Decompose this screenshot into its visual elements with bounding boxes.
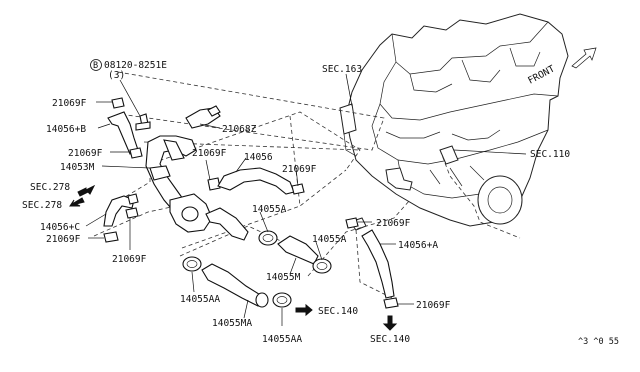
leader-lines bbox=[85, 73, 527, 326]
sec140-mid-label: SEC.140 bbox=[318, 306, 358, 317]
clamp-55aa-top-label: 14055AA bbox=[180, 294, 220, 305]
sec278-a-label: SEC.278 bbox=[30, 182, 70, 193]
sec163-label: SEC.163 bbox=[322, 64, 362, 75]
parts bbox=[103, 97, 399, 309]
clamp-engine-right-label: 21069F bbox=[376, 218, 411, 229]
clamp-55a-right-label: 14055A bbox=[312, 234, 347, 245]
bolt-part-label: 08120-8251E bbox=[104, 60, 167, 71]
hose-56a-label: 14056+A bbox=[398, 240, 438, 251]
sec140-bottom-arrow bbox=[382, 315, 398, 331]
clamp-center-label: 21069F bbox=[192, 148, 227, 159]
sec278-b-label: SEC.278 bbox=[22, 200, 62, 211]
clamp-lower-center-label: 21069F bbox=[112, 254, 147, 265]
engine-block bbox=[339, 13, 569, 231]
hose-55m-label: 14055M bbox=[266, 272, 301, 283]
clamp-left-mid-label: 21069F bbox=[68, 148, 103, 159]
sec140-bottom-label: SEC.140 bbox=[370, 334, 410, 345]
clamp-right-of-56-label: 21069F bbox=[282, 164, 317, 175]
bolt-qty-label: (3) bbox=[108, 70, 125, 81]
clamp-bottom-right-label: 21069F bbox=[416, 300, 451, 311]
hose-56-label: 14056 bbox=[244, 152, 273, 163]
sec140-mid-arrow bbox=[295, 303, 313, 317]
sec110-label: SEC.110 bbox=[530, 149, 570, 160]
gasket-68z-label: 21068Z bbox=[222, 124, 257, 135]
hose-56c-label: 14056+C bbox=[40, 222, 80, 233]
hose-56b-label: 14056+B bbox=[46, 124, 86, 135]
clamp-top-left-label: 21069F bbox=[52, 98, 87, 109]
clamp-left-low-label: 21069F bbox=[46, 234, 81, 245]
clamp-55a-left-label: 14055A bbox=[252, 204, 287, 215]
sec278-b-arrow bbox=[69, 197, 85, 207]
bolt-circle-symbol: B bbox=[93, 61, 98, 71]
hose-53m-label: 14053M bbox=[60, 162, 95, 173]
diagram-code: ^3 ^0 55 bbox=[578, 337, 619, 347]
arrows bbox=[69, 47, 597, 331]
bolt-circle-icon bbox=[90, 59, 102, 71]
clamp-55aa-bottom-label: 14055AA bbox=[262, 334, 302, 345]
hose-55ma-label: 14055MA bbox=[212, 318, 252, 329]
labels: B 08120-8251E (3) 21069F 14056+B 21069F … bbox=[22, 59, 619, 347]
sec278-a-arrow bbox=[77, 184, 96, 197]
front-arrow-icon bbox=[571, 47, 597, 69]
